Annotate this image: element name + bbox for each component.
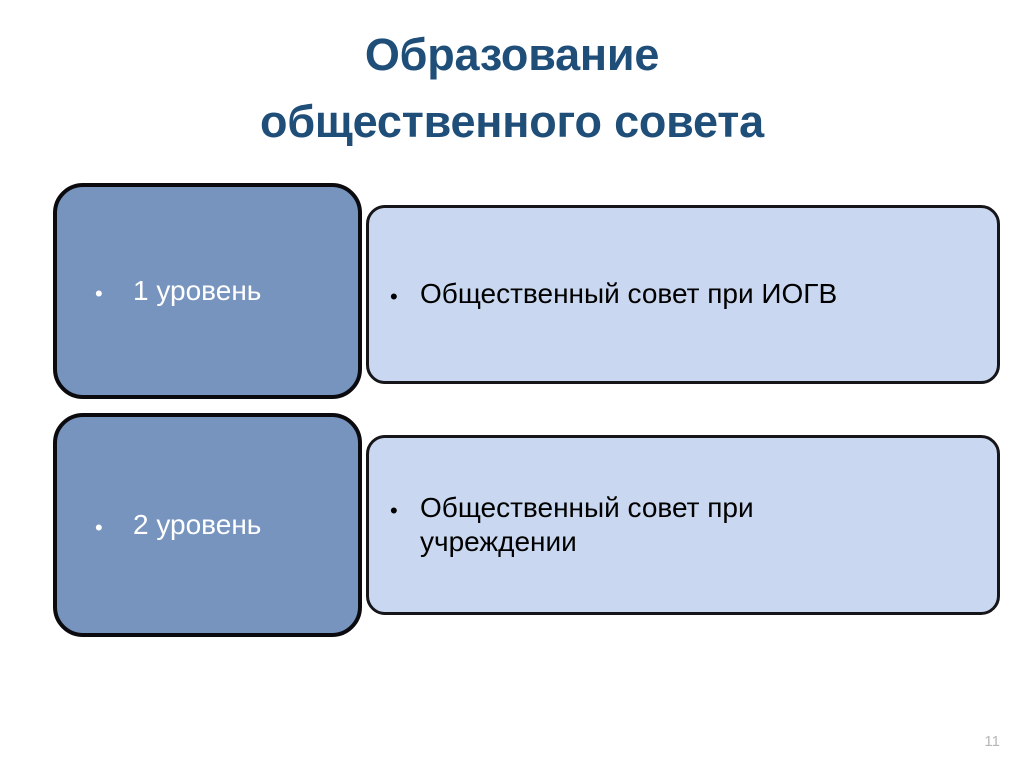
diagram-row-1: • Общественный совет при ИОГВ • 1 уровен… bbox=[0, 183, 1024, 399]
description-box-2[interactable]: • Общественный совет при учреждении bbox=[366, 435, 1000, 615]
bullet-line: • Общественный совет при ИОГВ bbox=[369, 277, 997, 311]
bullet-line: • 1 уровень bbox=[57, 274, 358, 309]
description-text-2: Общественный совет при учреждении bbox=[420, 491, 754, 557]
bullet-line: • Общественный совет при учреждении bbox=[369, 491, 997, 559]
bullet-icon: • bbox=[390, 497, 398, 523]
level-box-1[interactable]: • 1 уровень bbox=[53, 183, 362, 399]
bullet-line: • 2 уровень bbox=[57, 508, 358, 543]
level-box-2[interactable]: • 2 уровень bbox=[53, 413, 362, 637]
page-title: Образование общественного совета bbox=[260, 29, 764, 147]
bullet-icon: • bbox=[95, 514, 103, 540]
bullet-icon: • bbox=[95, 280, 103, 306]
description-box-1[interactable]: • Общественный совет при ИОГВ bbox=[366, 205, 1000, 384]
page-number: 11 bbox=[984, 733, 1000, 750]
description-text-1: Общественный совет при ИОГВ bbox=[420, 278, 838, 310]
level-label-1: 1 уровень bbox=[133, 274, 262, 306]
diagram-row-2: • Общественный совет при учреждении • 2 … bbox=[0, 413, 1024, 637]
bullet-icon: • bbox=[390, 284, 398, 310]
level-label-2: 2 уровень bbox=[133, 508, 262, 540]
